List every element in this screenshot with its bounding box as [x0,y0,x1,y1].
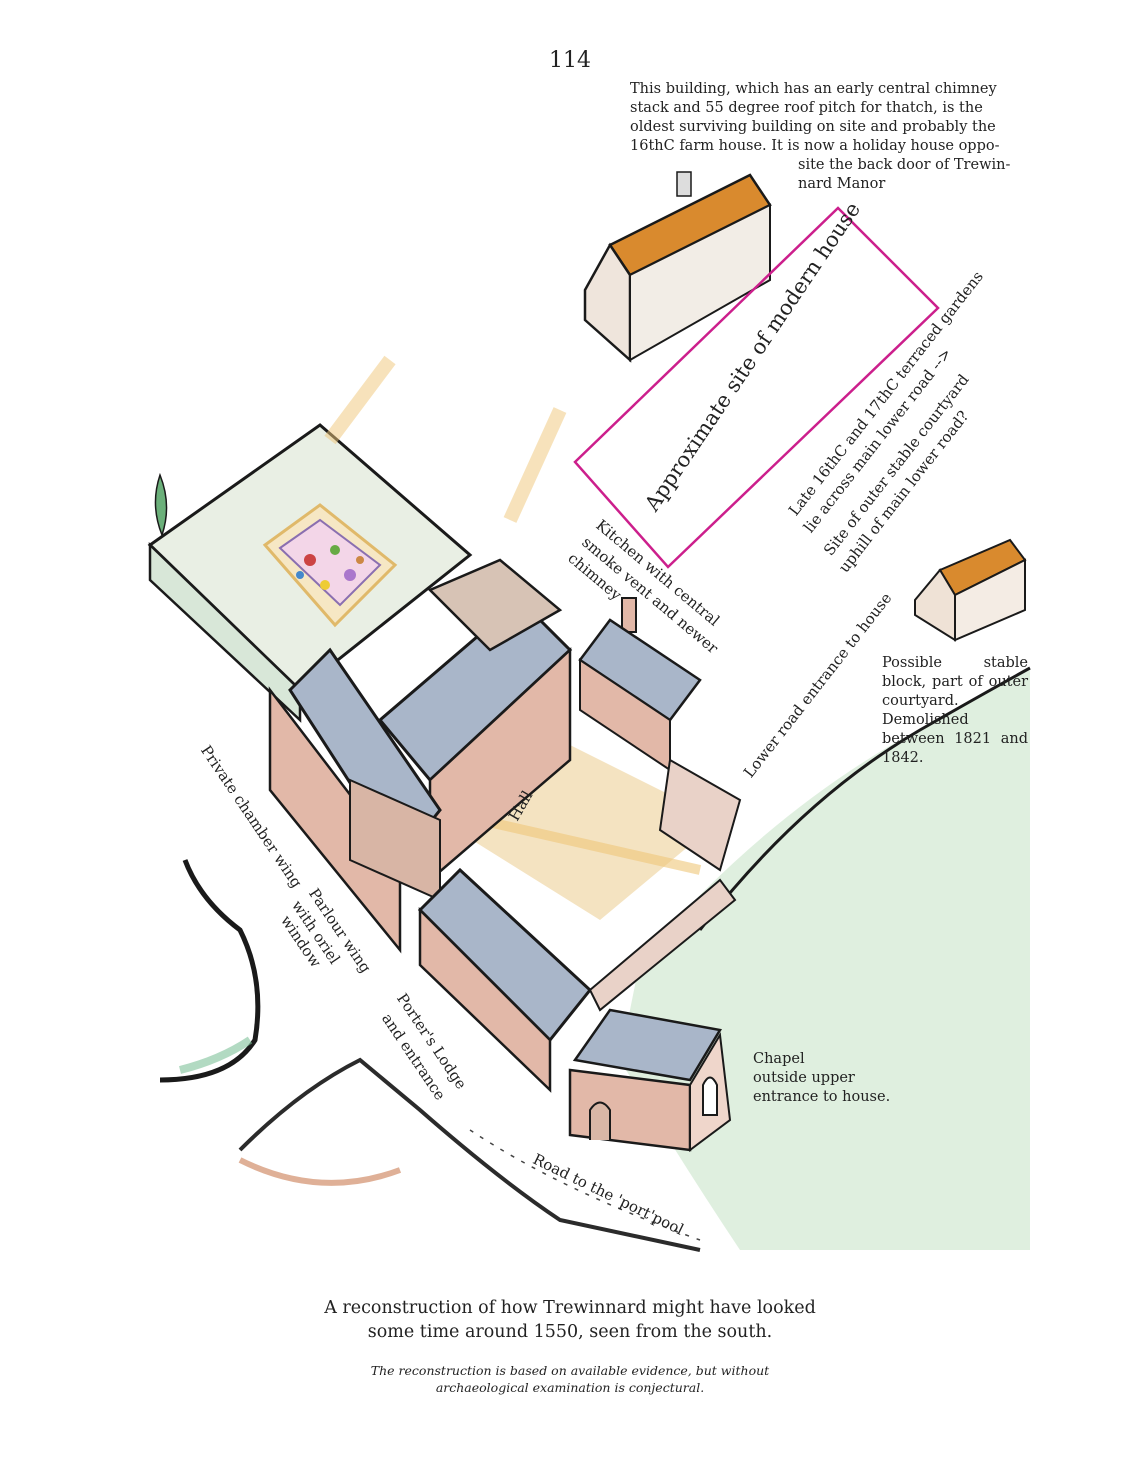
road-edge [469,1129,701,1241]
road-verge [238,1157,402,1186]
stable-block-note: Possible stable block, part of outer cou… [882,655,1028,766]
chapel-note-line: entrance to house. [753,1089,891,1105]
chapel-window [702,1076,718,1116]
garden-flower-bed [278,518,382,607]
chapel-note: Chapel outside upper entrance to house. [753,1050,913,1107]
left-hedge [159,859,261,1083]
garden-wall-front [148,542,302,723]
farmhouse-note-line: 16thC farm house. It is now a holiday ho… [630,138,1000,154]
kitchen-roof [427,558,563,652]
tree [154,472,168,538]
east-wall [658,758,742,872]
chapel-wall [568,1068,692,1152]
farmhouse-side [629,203,771,362]
chapel-roof [572,1008,723,1082]
farmhouse-note-line: This building, which has an early centra… [630,81,997,97]
chapel-note-line: outside upper [753,1070,855,1086]
hillside-line [698,666,1031,931]
chapel-door [589,1101,611,1140]
disclaimer-line: The reconstruction is based on available… [370,1363,770,1378]
chapel-note-line: Chapel [753,1051,805,1067]
farmhouse-chimney [676,171,692,197]
disclaimer-line: archaeological examination is conjectura… [435,1380,705,1395]
chimney [621,597,637,633]
figure-caption: A reconstruction of how Trewinnard might… [0,1296,1140,1344]
stable-side [954,558,1026,642]
farmhouse-note-line: nard Manor [798,176,886,192]
porters-lodge-wall [418,906,552,1093]
farmhouse-note-line: site the back door of Trewin- [798,157,1011,173]
road-hedge [238,1057,701,1252]
courtyard-south-wall [588,878,737,1012]
farmhouse-note-line: oldest surviving building on site and pr… [630,119,996,135]
caption-line: A reconstruction of how Trewinnard might… [324,1298,816,1318]
page-number: 114 [549,48,591,73]
farmhouse-note-line: stack and 55 degree roof pitch for thatc… [630,100,983,116]
disclaimer: The reconstruction is based on available… [0,1362,1140,1396]
modern-house-site-outline [573,206,940,569]
caption-line: some time around 1550, seen from the sou… [367,1322,773,1342]
farmhouse-note: This building, which has an early centra… [630,80,1028,194]
